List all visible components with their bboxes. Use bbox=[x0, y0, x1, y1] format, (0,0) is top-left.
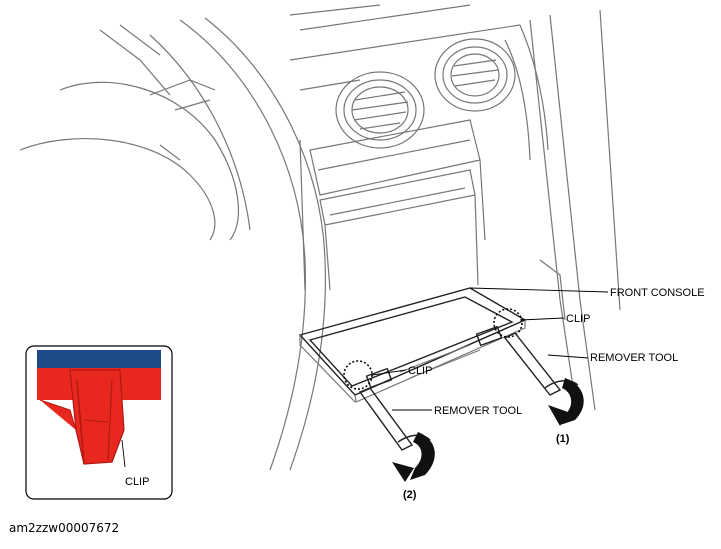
leader-clip-lower bbox=[371, 369, 407, 376]
inset-clip-detail bbox=[25, 345, 173, 500]
leader-front-console bbox=[469, 287, 609, 293]
leader-clip-upper bbox=[519, 317, 565, 321]
steering-wheel bbox=[19, 17, 326, 471]
figure-id-caption: am2zzw00007672 bbox=[9, 521, 120, 535]
side-panel bbox=[529, 9, 621, 411]
remover-tool-left bbox=[358, 387, 435, 482]
label-inset-clip: CLIP bbox=[125, 476, 149, 488]
label-clip-lower: CLIP bbox=[408, 365, 432, 377]
leader-remover-tool-right bbox=[547, 354, 589, 359]
label-front-console: FRONT CONSOLE bbox=[610, 287, 705, 299]
inset-blue-panel bbox=[37, 350, 161, 370]
center-stack bbox=[299, 119, 486, 291]
label-step-2: (2) bbox=[403, 489, 417, 501]
label-remover-tool-left: REMOVER TOOL bbox=[434, 405, 522, 417]
air-vent-left bbox=[335, 71, 425, 149]
dashboard-upper bbox=[289, 4, 549, 161]
label-clip-upper: CLIP bbox=[566, 313, 590, 325]
label-remover-tool-right: REMOVER TOOL bbox=[590, 352, 678, 364]
remover-tool-right bbox=[503, 332, 584, 426]
front-console bbox=[298, 287, 527, 403]
air-vent-right bbox=[434, 38, 516, 112]
label-step-1: (1) bbox=[556, 433, 570, 445]
